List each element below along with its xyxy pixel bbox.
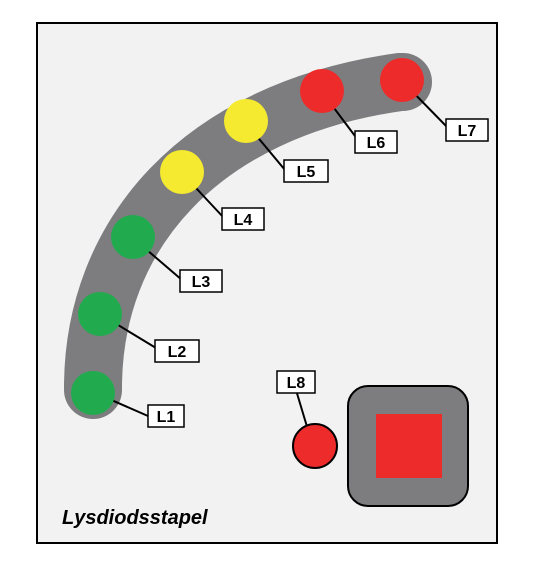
label-l2: L2 (155, 340, 199, 362)
label-l4: L4 (222, 208, 264, 230)
label-text-l6: L6 (367, 135, 386, 152)
label-text-l8: L8 (287, 375, 306, 392)
label-text-l1: L1 (157, 409, 176, 426)
label-l5: L5 (284, 160, 328, 182)
label-l8: L8 (277, 371, 315, 393)
led-l4 (160, 150, 204, 194)
label-l3: L3 (180, 270, 222, 292)
label-text-l5: L5 (297, 164, 316, 181)
label-text-l4: L4 (234, 212, 253, 229)
diagram-title: Lysdiodsstapel (62, 507, 208, 529)
led-l8 (293, 424, 337, 468)
led-l2 (78, 292, 122, 336)
label-l6: L6 (355, 131, 397, 153)
stop-button[interactable] (348, 386, 468, 506)
led-l7 (380, 58, 424, 102)
led-l6 (300, 69, 344, 113)
label-text-l3: L3 (192, 274, 211, 291)
label-text-l2: L2 (168, 344, 187, 361)
label-l7: L7 (446, 119, 488, 141)
led-l1 (71, 371, 115, 415)
label-l1: L1 (148, 405, 184, 427)
square-stop-icon (376, 414, 442, 478)
led-l5 (224, 99, 268, 143)
label-text-l7: L7 (458, 123, 477, 140)
led-l3 (111, 215, 155, 259)
